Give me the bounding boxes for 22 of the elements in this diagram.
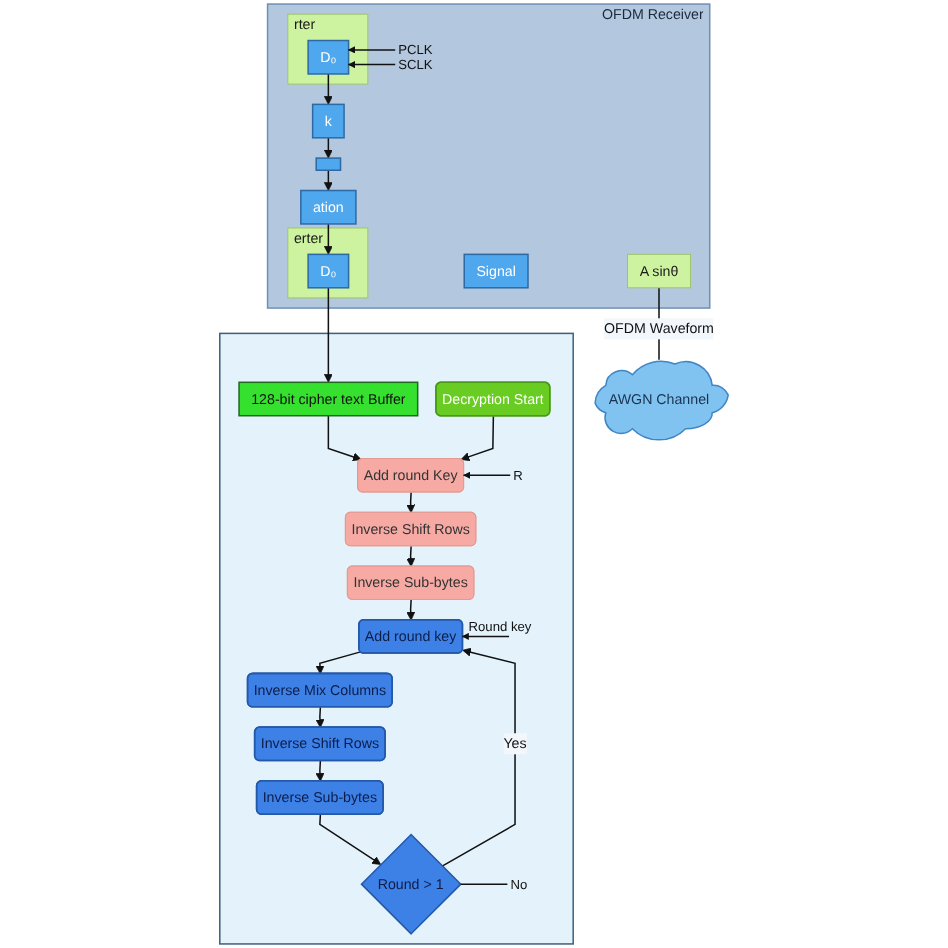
connector-line xyxy=(460,883,509,885)
arrow xyxy=(347,46,396,54)
arrow xyxy=(327,414,362,462)
arrow xyxy=(347,61,396,69)
arrow xyxy=(460,415,495,462)
arrow xyxy=(319,814,382,865)
arrow xyxy=(323,223,333,255)
arrow xyxy=(315,651,362,675)
arrow xyxy=(323,137,333,159)
arrow xyxy=(323,287,333,383)
arrow xyxy=(315,706,325,728)
arrow xyxy=(406,491,416,514)
arrow xyxy=(323,169,333,191)
arrow xyxy=(315,760,325,782)
arrow xyxy=(462,471,511,479)
arrow xyxy=(323,73,333,105)
arrow xyxy=(406,599,416,621)
arrow xyxy=(406,545,416,567)
node-box xyxy=(315,157,342,171)
cluster xyxy=(219,332,574,945)
arrow xyxy=(461,632,510,640)
arrow xyxy=(441,647,516,867)
